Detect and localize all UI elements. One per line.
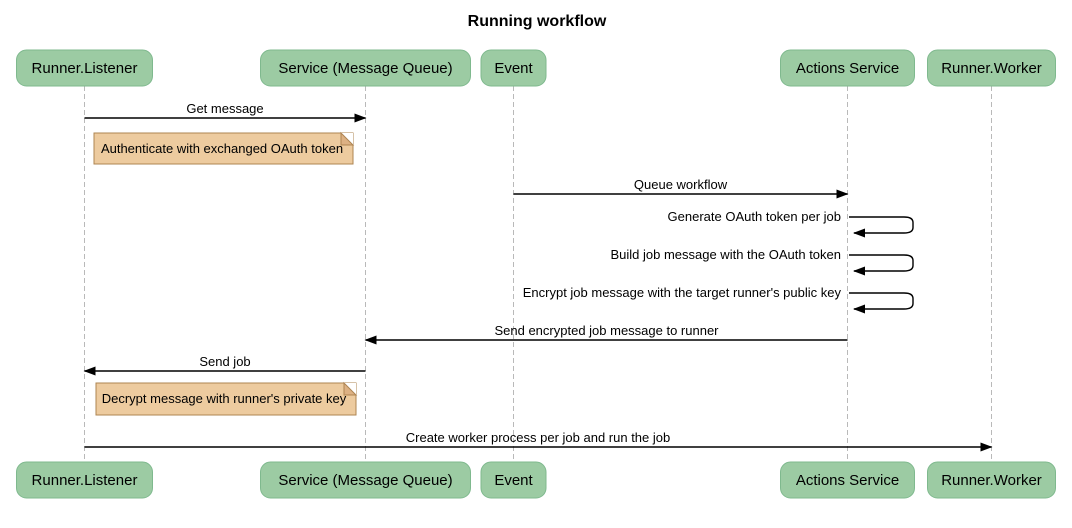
participant-label: Service (Message Queue) [278, 60, 452, 77]
note-corner-fold [340, 131, 355, 146]
note-box [93, 132, 354, 165]
participant-label: Actions Service [796, 472, 899, 489]
participant-label: Event [494, 472, 533, 489]
self-message-loop [849, 254, 914, 276]
participant-label: Runner.Worker [941, 60, 1042, 77]
message-label: Get message [186, 101, 263, 116]
participant-box [780, 49, 915, 87]
message-generate-oauth-token: Generate OAuth token per job [668, 209, 914, 238]
participant-label: Event [494, 60, 533, 77]
message-label: Queue workflow [634, 177, 728, 192]
message-send-encrypted-job: Send encrypted job message to runner [364, 323, 848, 345]
message-label: Generate OAuth token per job [668, 209, 841, 224]
participant-top-runner-listener: Runner.Listener [16, 49, 153, 87]
message-label: Send encrypted job message to runner [494, 323, 719, 338]
participant-top-event: Event [480, 49, 547, 87]
participant-box [927, 461, 1056, 499]
participant-bottom-event: Event [480, 461, 547, 499]
participant-label: Runner.Worker [941, 472, 1042, 489]
participant-box [480, 49, 547, 87]
participant-bottom-actions-service: Actions Service [780, 461, 915, 499]
self-message-loop [849, 292, 914, 314]
participant-box [780, 461, 915, 499]
message-label: Build job message with the OAuth token [610, 247, 841, 262]
participant-label: Runner.Listener [32, 60, 138, 77]
participant-top-actions-service: Actions Service [780, 49, 915, 87]
participant-bottom-runner-listener: Runner.Listener [16, 461, 153, 499]
participant-label: Runner.Listener [32, 472, 138, 489]
note-decrypt-private-key: Decrypt message with runner's private ke… [95, 381, 358, 416]
message-create-worker-process: Create worker process per job and run th… [84, 430, 993, 452]
note-authenticate-oauth: Authenticate with exchanged OAuth token [93, 131, 355, 165]
participant-bottom-service-message-queue: Service (Message Queue) [260, 461, 471, 499]
participant-box [16, 461, 153, 499]
message-send-job: Send job [83, 354, 366, 376]
message-encrypt-job-message: Encrypt job message with the target runn… [523, 285, 914, 314]
message-queue-workflow: Queue workflow [513, 177, 849, 199]
message-label: Create worker process per job and run th… [406, 430, 670, 445]
participant-box [16, 49, 153, 87]
note-box [95, 382, 357, 416]
message-label: Send job [199, 354, 250, 369]
participant-label: Service (Message Queue) [278, 472, 452, 489]
note-label: Authenticate with exchanged OAuth token [101, 141, 343, 156]
note-label: Decrypt message with runner's private ke… [102, 391, 347, 406]
message-label: Encrypt job message with the target runn… [523, 285, 842, 300]
participant-bottom-runner-worker: Runner.Worker [927, 461, 1056, 499]
participant-box [260, 49, 471, 87]
participant-box [480, 461, 547, 499]
message-get-message: Get message [84, 101, 367, 123]
participant-box [260, 461, 471, 499]
diagram-title: Running workflow [468, 13, 607, 30]
participant-box [927, 49, 1056, 87]
participant-top-runner-worker: Runner.Worker [927, 49, 1056, 87]
message-build-job-message: Build job message with the OAuth token [610, 247, 914, 276]
participant-top-service-message-queue: Service (Message Queue) [260, 49, 471, 87]
participant-label: Actions Service [796, 60, 899, 77]
self-message-loop [849, 216, 914, 238]
note-corner-fold [343, 381, 358, 396]
